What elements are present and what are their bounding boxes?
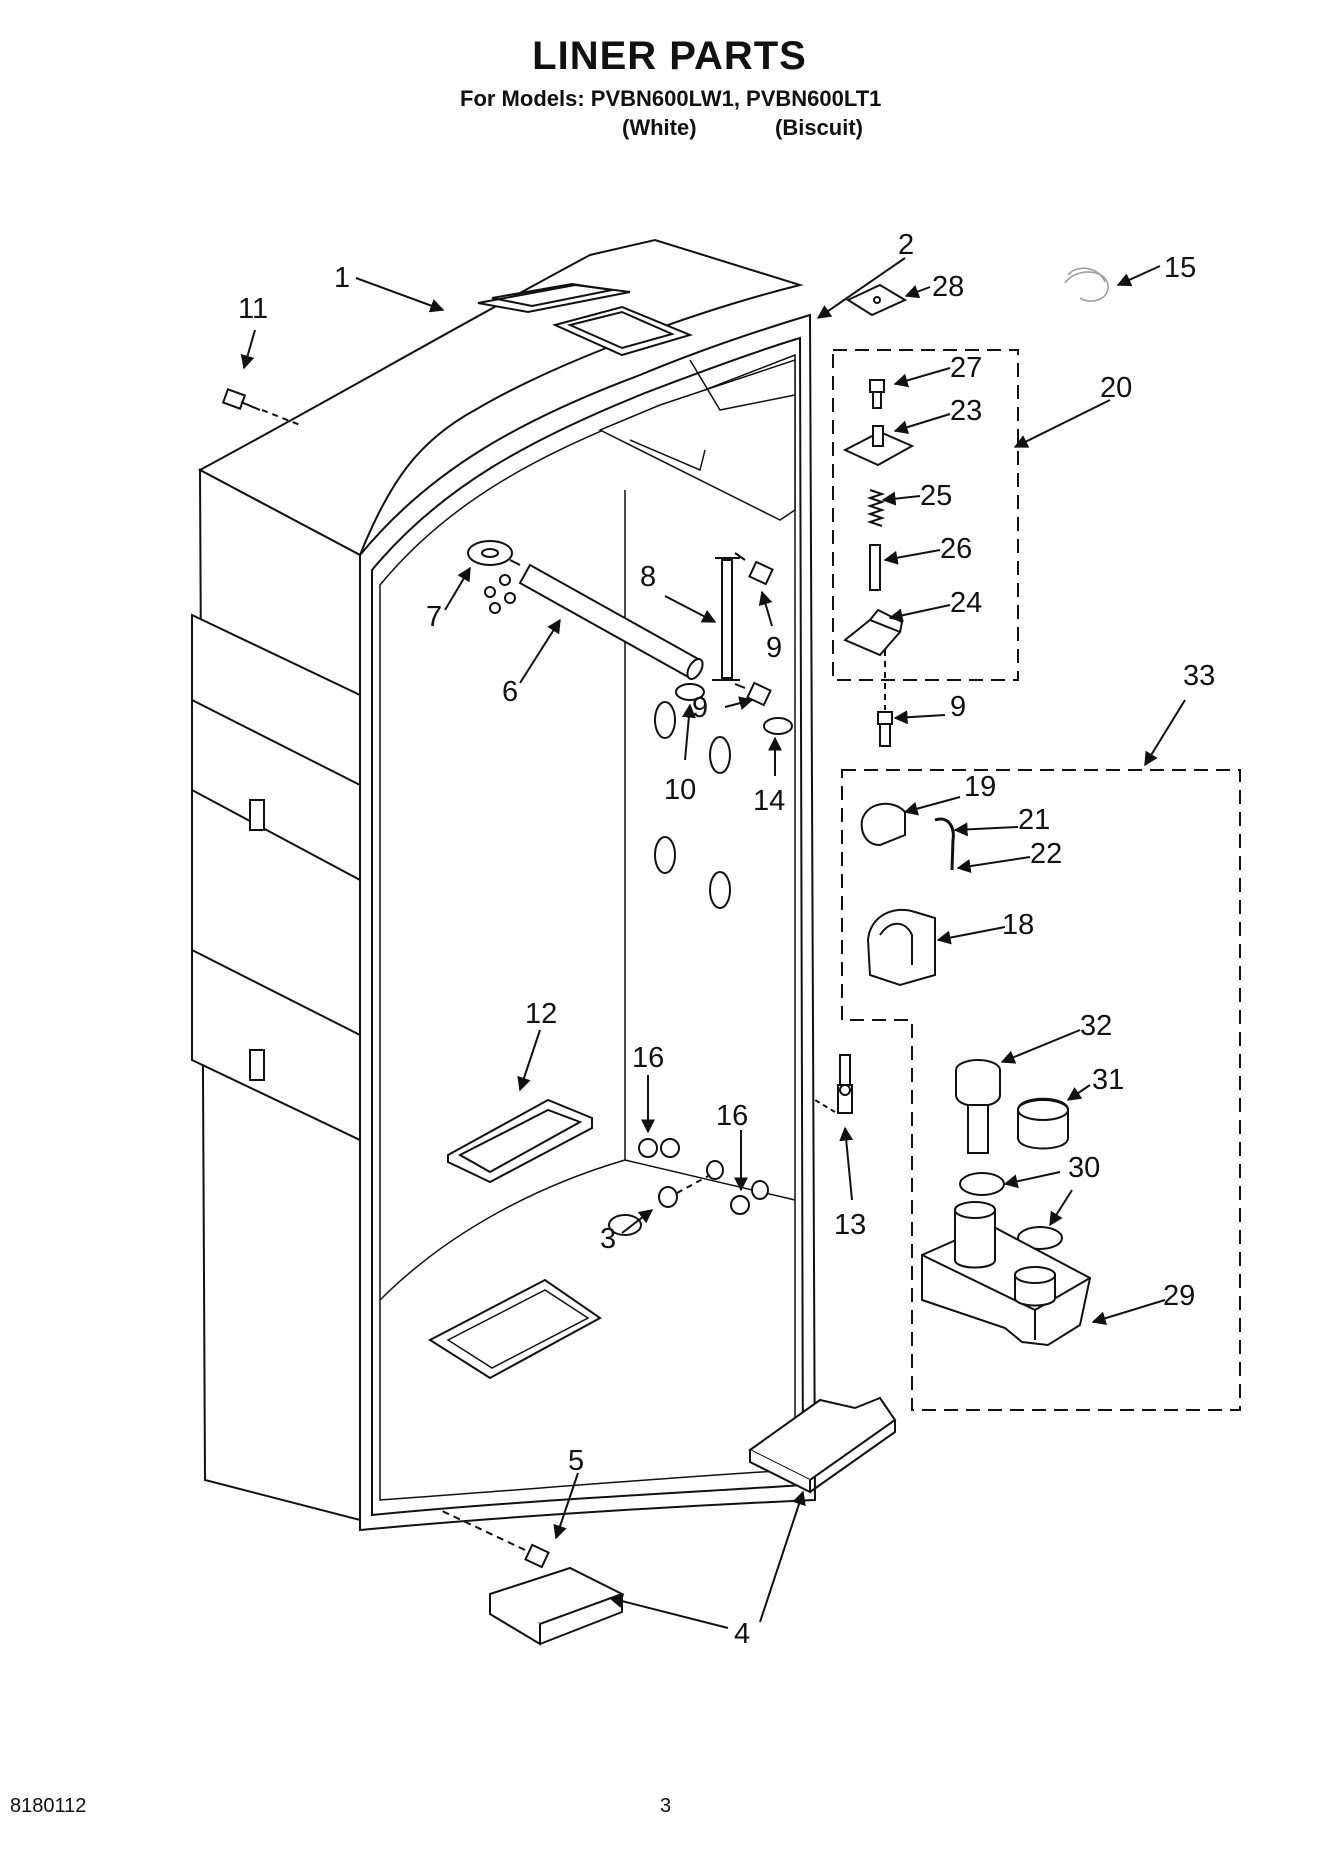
label-part-28: 28 [932, 271, 964, 303]
label-part-24: 24 [950, 587, 982, 619]
label-part-8: 8 [640, 561, 656, 593]
document-number: 8180112 [10, 1795, 87, 1817]
label-part-16-right: 16 [716, 1100, 748, 1132]
label-part-9-lower: 9 [950, 691, 966, 723]
label-part-10: 10 [664, 774, 696, 806]
part-13-fitting [814, 1054, 853, 1114]
label-part-6: 6 [502, 676, 518, 708]
label-part-11: 11 [238, 293, 268, 325]
label-part-4: 4 [734, 1618, 750, 1650]
label-part-19: 19 [964, 771, 996, 803]
label-part-33: 33 [1183, 660, 1215, 692]
label-part-18: 18 [1002, 909, 1034, 941]
label-part-7: 7 [426, 601, 442, 633]
assembly-33-box [841, 769, 1241, 1411]
liner-cabinet [191, 238, 817, 1532]
variant-biscuit: (Biscuit) [775, 115, 863, 140]
part-15-clip [1064, 267, 1109, 302]
part-10-clip [675, 683, 705, 701]
label-part-31: 31 [1092, 1064, 1124, 1096]
label-part-25: 25 [920, 480, 952, 512]
label-part-9-middle: 9 [692, 692, 708, 724]
part-14-clip [763, 717, 793, 735]
part-7-grommet [467, 540, 516, 614]
label-part-14: 14 [753, 785, 785, 817]
label-part-20: 20 [1100, 372, 1132, 404]
label-part-32: 32 [1080, 1010, 1112, 1042]
label-part-21: 21 [1018, 804, 1050, 836]
label-part-3: 3 [600, 1223, 616, 1255]
label-part-1: 1 [334, 262, 350, 294]
models-line: For Models: PVBN600LW1, PVBN600LT1 [460, 86, 882, 111]
part-6-rod [509, 559, 704, 680]
leader-lines [240, 257, 1186, 1629]
label-part-26: 26 [940, 533, 972, 565]
label-part-30: 30 [1068, 1152, 1100, 1184]
part-16-plugs [638, 1138, 750, 1215]
label-part-16-left: 16 [632, 1042, 664, 1074]
assembly-20-box [832, 349, 1019, 681]
label-part-22: 22 [1030, 838, 1062, 870]
variant-white: (White) [622, 115, 697, 140]
label-part-23: 23 [950, 395, 982, 427]
label-part-2: 2 [898, 229, 914, 261]
page-title: LINER PARTS [532, 34, 807, 78]
part-11-screw [221, 388, 301, 426]
label-part-5: 5 [568, 1445, 584, 1477]
label-part-13: 13 [834, 1209, 866, 1241]
page-number: 3 [660, 1795, 672, 1817]
part-12-pad [447, 1098, 593, 1184]
part-8-bracket [712, 557, 740, 681]
label-part-29: 29 [1163, 1280, 1195, 1312]
label-part-27: 27 [950, 352, 982, 384]
label-part-9-upper: 9 [766, 632, 782, 664]
part-4-covers [489, 1396, 897, 1646]
label-part-12: 12 [525, 998, 557, 1030]
assembly-33-parts [860, 802, 1092, 1347]
part-number-labels: 1 2 3 4 5 6 7 8 9 9 9 10 11 12 13 14 15 … [238, 229, 1215, 1650]
assembly-20-parts [842, 283, 915, 747]
part-5-screw [439, 1509, 550, 1569]
part-9-screws [734, 552, 774, 707]
part-3-plug [658, 1174, 711, 1208]
label-part-15: 15 [1164, 252, 1196, 284]
